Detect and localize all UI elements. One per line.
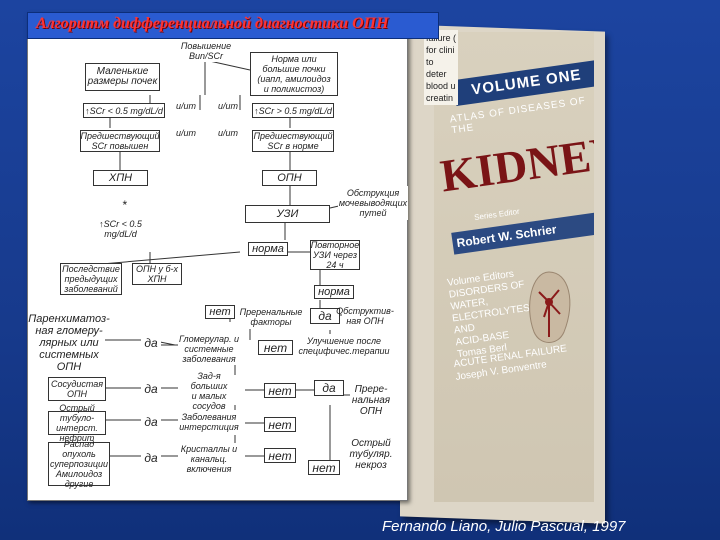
- net-box-2: нет: [258, 340, 293, 355]
- atn-box: Острый тубуляр. некроз: [350, 435, 392, 473]
- tubulo-nephritis-box: Острый тубуло- интерст. нефрит: [48, 403, 106, 443]
- prev-scr-high-box: Предшествующий SCr повышен: [80, 130, 160, 152]
- net-box-5: нет: [264, 448, 296, 463]
- um-label-3: u/um: [176, 128, 197, 138]
- prerenal-opn-box: Прере- нальная ОПН: [351, 383, 391, 417]
- star-mark: *: [122, 198, 127, 212]
- prev-scr-norm-box: Предшествующий SCr в норме: [252, 130, 334, 152]
- vascular-opn-box: Сосудистая ОПН: [48, 377, 106, 401]
- obstructive-opn-box: Обструктив- ная ОПН: [336, 305, 394, 327]
- da-box-5: да: [141, 414, 161, 430]
- da-box-6: да: [141, 450, 161, 466]
- um-label-1: u/um: [176, 101, 197, 111]
- net-box-6: нет: [308, 460, 340, 475]
- da-box-2: да: [141, 335, 161, 351]
- hpn-box: ХПН: [93, 170, 148, 186]
- title-bar: Алгоритм дифференциальной диагностики ОП…: [27, 12, 439, 39]
- scr-low-box: ↑SCr < 0.5 mg/dL/d: [83, 103, 165, 118]
- book-cover: VOLUME ONE ATLAS OF DISEASES OF THE KIDN…: [434, 32, 594, 502]
- net-box-3: нет: [264, 383, 296, 398]
- consequence-box: Последствие предыдущих заболеваний: [60, 263, 122, 295]
- uzi-box: УЗИ: [245, 205, 330, 223]
- improvement-box: Улучшение после специфичес.терапии: [298, 334, 390, 358]
- glomerular-box: Гломерулар. и системные заболевания: [178, 333, 240, 365]
- book-text-strip: failure ( for clini to deter blood u cre…: [424, 30, 458, 105]
- da-box-1: да: [310, 308, 340, 324]
- opn-hpn-box: ОПН у б-х ХПН: [132, 263, 182, 285]
- net-box-1: нет: [205, 305, 235, 319]
- repeat-uzi-box: Повторное УЗИ через 24 ч: [310, 240, 360, 270]
- normal-kidneys-box: Норма или большие почки (иапл, амилоидоз…: [250, 52, 338, 96]
- net-box-4: нет: [264, 417, 296, 432]
- vessels-box: Зад-я больших и малых сосудов: [178, 371, 240, 411]
- obstruction-box: Обструкция мочевыводящих путей: [338, 186, 408, 220]
- tubule-obstruction-box: Распад опухоль суперпозиции Амилоидоз др…: [48, 439, 110, 489]
- um-label-2: u/um: [218, 101, 239, 111]
- credit-text: Fernando Liano, Julio Pascual, 1997: [382, 518, 626, 535]
- norma-box-2: норма: [314, 285, 354, 299]
- da-box-3: да: [141, 381, 161, 397]
- norma-box-1: норма: [248, 242, 288, 256]
- scr-high-box: ↑SCr > 0.5 mg/dL/d: [252, 103, 334, 118]
- da-box-4: да: [314, 380, 344, 396]
- small-kidneys-box: Маленькие размеры почек: [85, 63, 160, 91]
- kidney-illustration: [529, 271, 571, 343]
- scr-low-box-2: ↑SCr < 0.5 mg/dL/d: [88, 219, 153, 239]
- opn-box: ОПН: [262, 170, 317, 186]
- prerenal-factors-box: Преренальные факторы: [239, 305, 303, 329]
- rise-bun-scr: Повышение Bun/SCr: [180, 40, 232, 62]
- crystals-box: Кристаллы и канальц. включения: [178, 443, 240, 475]
- page-title: Алгоритм дифференциальной диагностики ОП…: [36, 15, 389, 32]
- interstitial-box: Заболевания интерстиция: [178, 411, 240, 433]
- parenchymal-box: Паренхиматоз- ная гломеру- лярных или си…: [28, 313, 110, 373]
- um-label-4: u/um: [218, 128, 239, 138]
